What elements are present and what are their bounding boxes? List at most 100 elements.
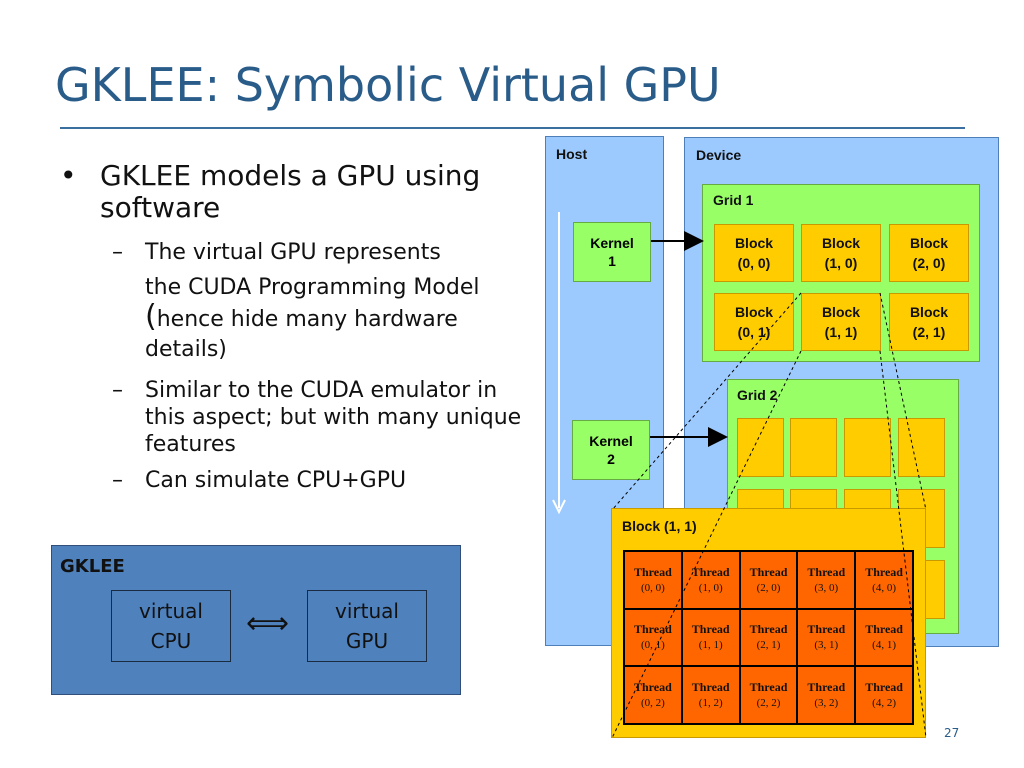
thread-cell: Thread (3, 1)	[797, 608, 856, 667]
block-index: (0, 0)	[737, 255, 771, 271]
block-index: (2, 0)	[912, 255, 946, 271]
bullet-dot-icon: •	[60, 159, 77, 192]
thread-label: Thread	[865, 680, 903, 695]
kernel-1-line1: Kernel	[590, 235, 634, 251]
block-label: Block	[909, 304, 949, 320]
block-1-0: Block(1, 0)	[801, 224, 881, 282]
block-0-0: Block (0, 0)	[714, 224, 794, 282]
zoom-line	[611, 350, 802, 739]
thread-cell: Thread (1, 1)	[681, 608, 740, 667]
kernel-1: Kernel 1	[573, 222, 651, 282]
kernel-1-line2: 1	[608, 253, 616, 269]
thread-index: (2, 2)	[756, 697, 781, 710]
thread-index: (3, 2)	[814, 697, 839, 710]
kernel-2: Kernel 2	[572, 420, 650, 480]
block-2-0: Block (2, 0)	[889, 224, 969, 282]
thread-index: (1, 0)	[698, 581, 723, 594]
block-2-1: Block (2, 1)	[889, 293, 969, 351]
kernel-2-line1: Kernel	[589, 433, 633, 449]
zoom-line	[879, 292, 927, 511]
gklee-label: GKLEE	[60, 556, 125, 577]
thread-index: (1, 1)	[698, 639, 723, 652]
thread-index: (2, 1)	[756, 639, 781, 652]
sub-bullet-1-line1: The virtual GPU represents	[145, 240, 441, 265]
thread-cell: Thread (0, 2)	[624, 666, 682, 724]
dash-icon: –	[112, 378, 123, 403]
virtual-cpu-line1: virtual	[139, 599, 203, 623]
sub-bullet-1-line3: hence hide many hardware details)	[145, 307, 458, 362]
thread-label: Thread	[634, 564, 672, 579]
block-detail-label: Block (1, 1)	[622, 518, 697, 534]
double-arrow-icon: ⟺	[246, 606, 290, 641]
thread-label: Thread	[749, 622, 788, 637]
thread-label: Thread	[865, 564, 903, 579]
bullet-main-text: GKLEE models a GPU using software	[100, 159, 481, 224]
title-divider	[60, 127, 965, 129]
thread-cell: Thread (4, 2)	[855, 666, 913, 724]
grid-2-block	[790, 418, 837, 477]
virtual-gpu-line2: GPU	[345, 629, 389, 653]
block-index: (1, 1)	[824, 324, 858, 340]
timeline-arrowhead-icon	[552, 499, 566, 515]
thread-label: Thread	[807, 622, 846, 637]
thread-label: Thread	[865, 622, 903, 637]
thread-index: (4, 1)	[872, 639, 896, 652]
device-label: Device	[696, 147, 742, 163]
block-1-1: Block (1, 1)	[801, 293, 881, 351]
thread-index: (3, 0)	[814, 581, 839, 594]
block-label: Block	[734, 235, 774, 251]
block-label: Block	[734, 304, 774, 320]
thread-index: (4, 2)	[872, 697, 896, 710]
host-label: Host	[556, 146, 588, 162]
block-index: (2, 1)	[912, 324, 946, 340]
grid-1-label: Grid 1	[713, 192, 754, 208]
thread-index: (1, 2)	[698, 697, 723, 710]
thread-label: Thread	[749, 680, 788, 695]
block-0-1: Block (0, 1)	[714, 293, 794, 351]
slide-title: GKLEE: Symbolic Virtual GPU	[55, 58, 721, 112]
thread-label: Thread	[807, 680, 846, 695]
block-label: Block	[909, 235, 949, 251]
zoom-line	[611, 292, 802, 511]
thread-cell: Thread (2, 1)	[739, 608, 798, 667]
thread-index: (4, 0)	[872, 581, 896, 594]
page-number: 27	[944, 726, 960, 740]
block-index: (0, 1)	[737, 324, 771, 340]
zoom-line	[879, 350, 927, 739]
grid-2-block	[898, 418, 945, 477]
thread-label: Thread	[691, 680, 730, 695]
thread-index: (0, 2)	[640, 697, 665, 710]
thread-label: Thread	[634, 680, 672, 695]
block-label: Block	[821, 304, 861, 320]
virtual-cpu-line2: CPU	[150, 629, 192, 653]
thread-index: (2, 0)	[756, 581, 781, 594]
grid-2-block	[737, 418, 784, 477]
dash-icon: –	[112, 240, 123, 265]
thread-label: Thread	[634, 622, 672, 637]
sub-bullet-2-text: Similar to the CUDA emulator in this asp…	[145, 378, 522, 457]
grid-2-label: Grid 2	[737, 387, 778, 403]
thread-label: Thread	[691, 564, 730, 579]
thread-index: (3, 1)	[814, 639, 839, 652]
thread-cell: Thread (3, 2)	[797, 666, 856, 724]
open-paren: (	[145, 299, 157, 334]
block-label: Block	[821, 235, 861, 251]
thread-cell: Thread (2, 0)	[739, 551, 798, 609]
sub-bullet-1-line2: the CUDA Programming Model	[145, 275, 480, 300]
thread-cell: Thread (4, 0)	[855, 551, 913, 609]
kernel-2-line2: 2	[607, 451, 615, 467]
thread-cell: Thread (1, 0)	[681, 551, 740, 609]
thread-cell: Thread (4, 1)	[855, 608, 913, 667]
thread-label: Thread	[691, 622, 730, 637]
dash-icon: –	[112, 468, 123, 493]
thread-grid: Thread(0, 0)Thread(1, 0)Thread(2, 0)Thre…	[623, 550, 914, 725]
thread-cell: Thread (0, 0)	[624, 551, 682, 609]
virtual-gpu-line1: virtual	[335, 599, 399, 623]
thread-cell: Thread(3, 0)	[797, 551, 856, 609]
thread-index: (0, 0)	[640, 581, 665, 594]
thread-label: Thread	[749, 564, 788, 579]
grid-2-block	[844, 418, 891, 477]
